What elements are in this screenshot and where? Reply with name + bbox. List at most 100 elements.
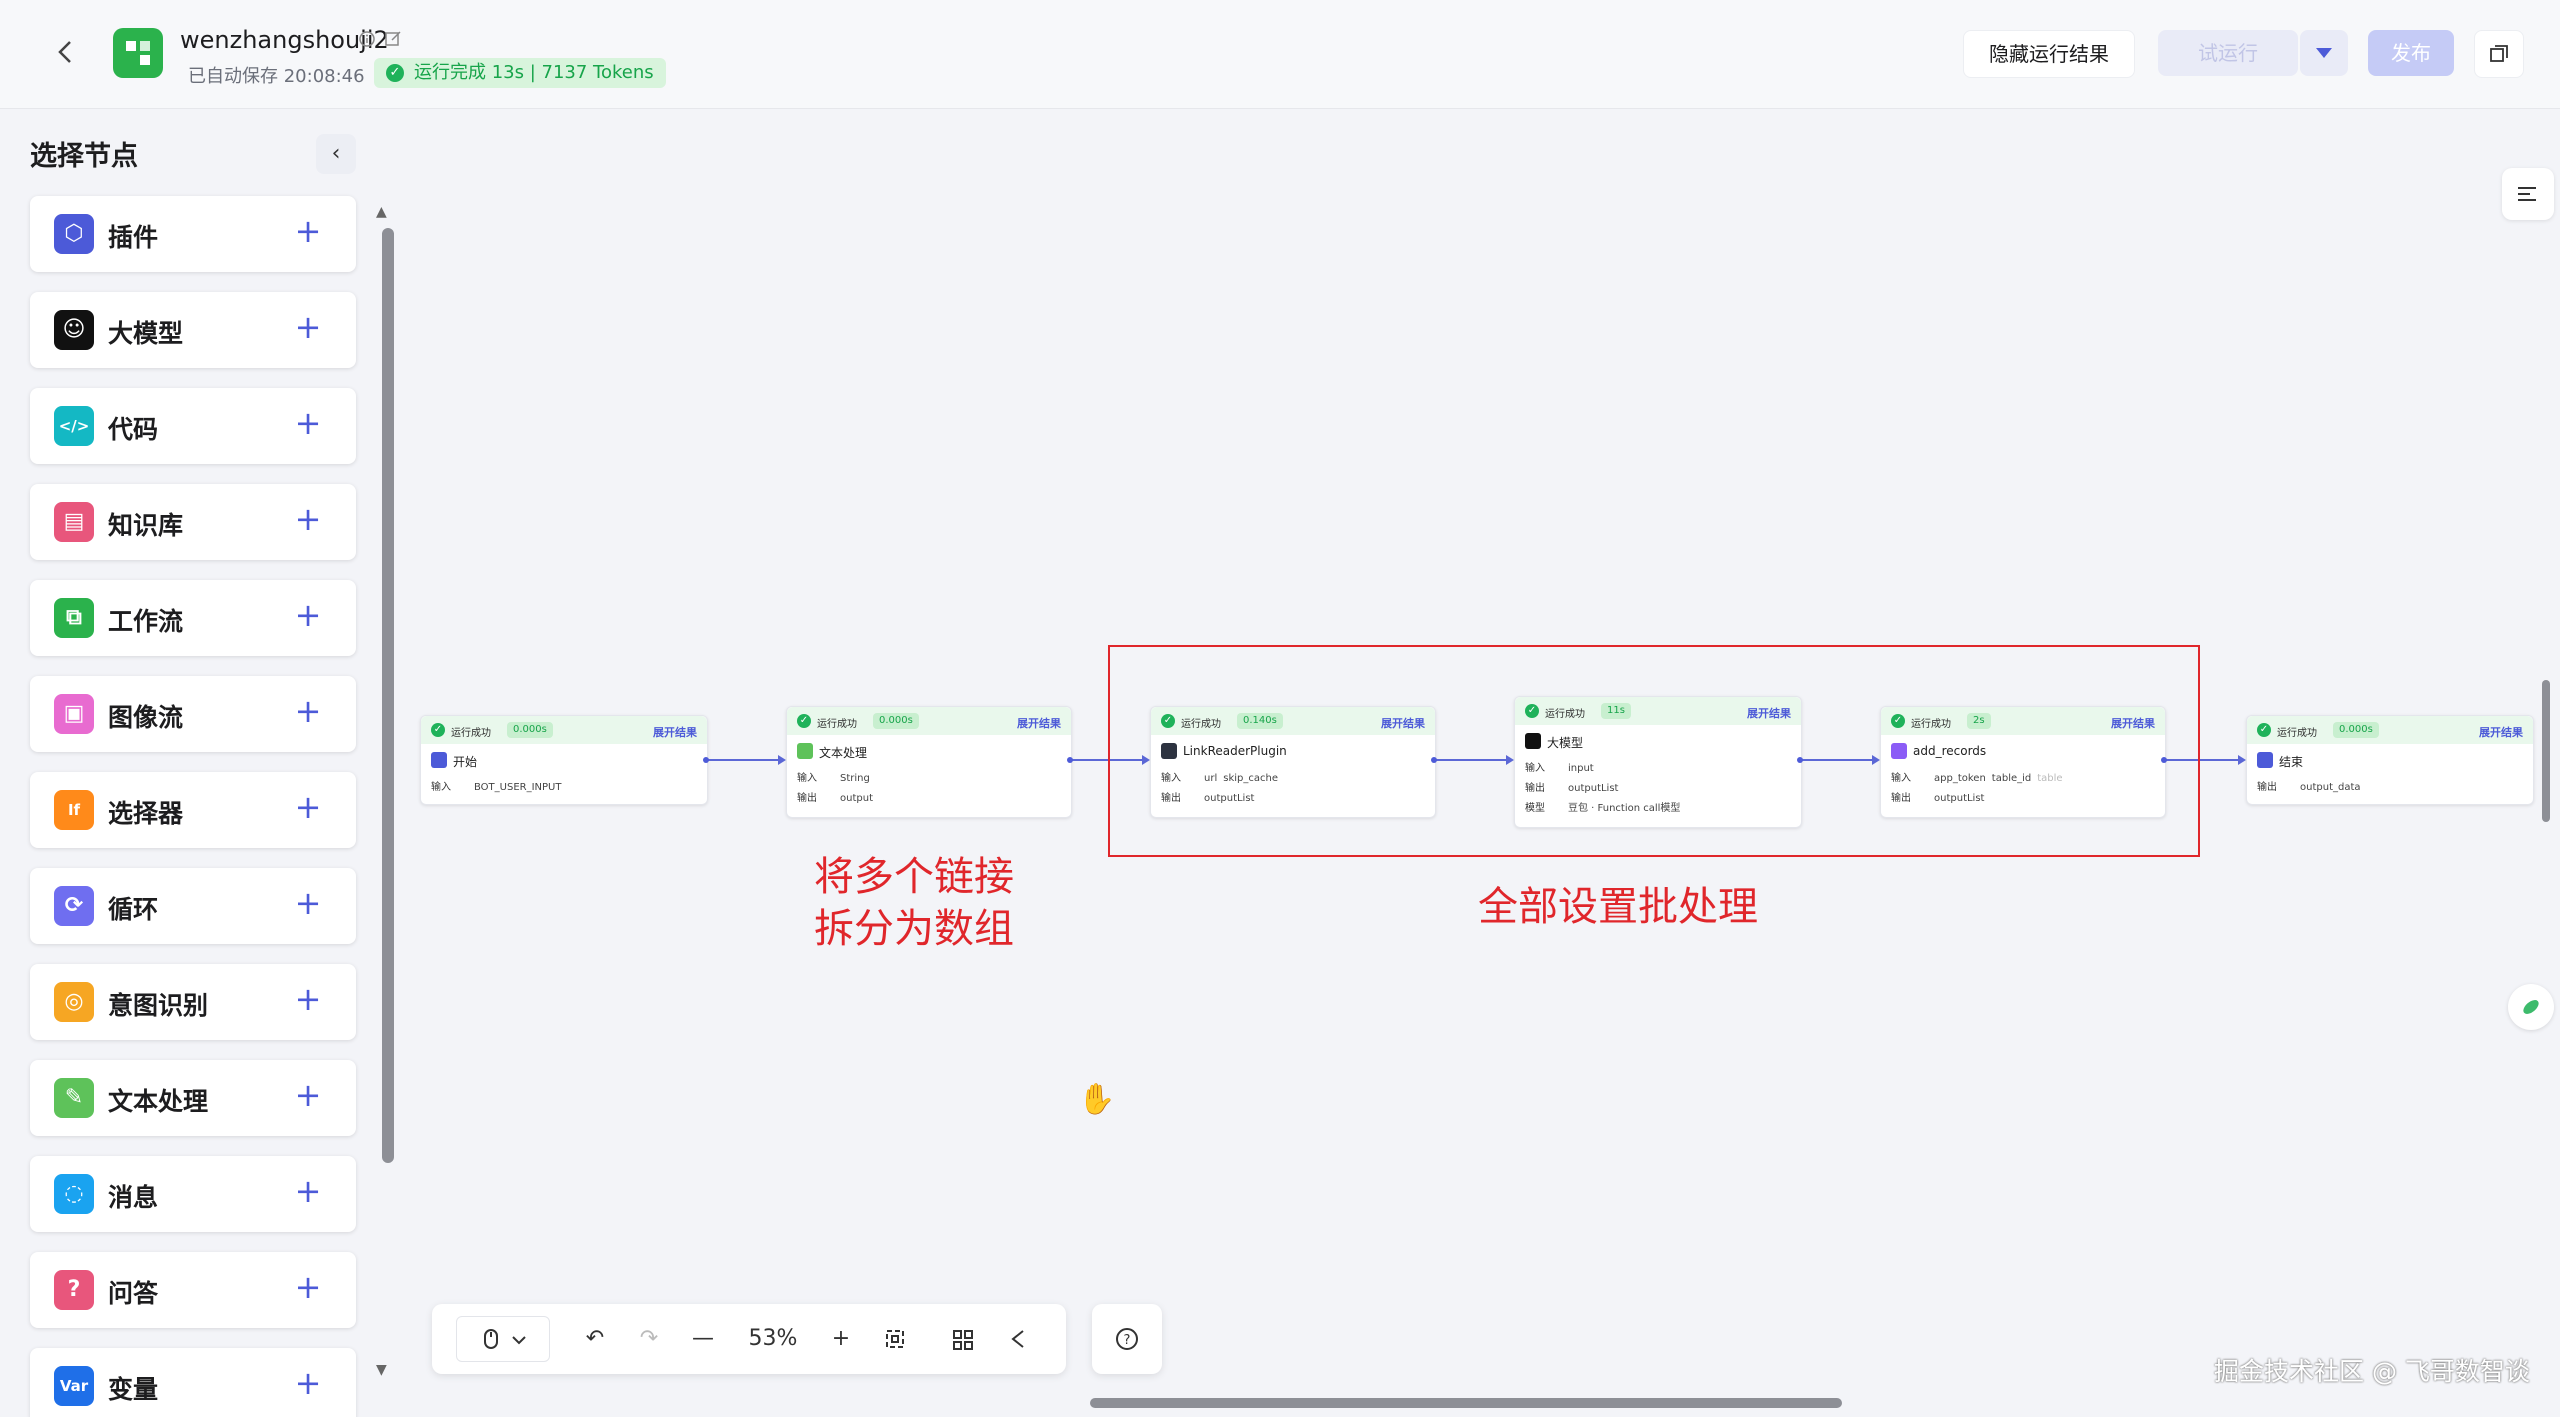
- scroll-up-icon[interactable]: ▲: [376, 204, 387, 220]
- edge: [1070, 759, 1142, 761]
- add-node-icon[interactable]: +: [294, 788, 322, 826]
- add-node-icon[interactable]: +: [294, 596, 322, 634]
- message-icon: ◌: [54, 1174, 94, 1214]
- add-node-icon[interactable]: +: [294, 500, 322, 538]
- node-name: LinkReaderPlugin: [1183, 744, 1287, 758]
- svg-text:?: ?: [1124, 1333, 1131, 1348]
- node-header: ✓ 运行成功 0.000s 展开结果: [421, 716, 707, 744]
- node-header: ✓ 运行成功 2s 展开结果: [1881, 707, 2165, 735]
- back-icon[interactable]: [50, 36, 82, 68]
- add-node-icon[interactable]: +: [294, 212, 322, 250]
- canvas-vertical-scrollbar[interactable]: [2542, 680, 2550, 822]
- annotation-split-line2: 拆分为数组: [814, 906, 1014, 952]
- add-node-icon[interactable]: +: [294, 692, 322, 730]
- add-node-icon[interactable]: +: [294, 1364, 322, 1402]
- sidebar-item-text-process[interactable]: ✎文本处理+: [30, 1060, 356, 1136]
- hand-cursor-icon: ✋: [1078, 1082, 1116, 1117]
- node-name: 文本处理: [819, 746, 868, 760]
- port-dot[interactable]: [1797, 757, 1803, 763]
- hide-results-button[interactable]: 隐藏运行结果: [1963, 30, 2135, 78]
- success-icon: ✓: [1161, 714, 1175, 728]
- edge: [706, 759, 778, 761]
- leaf-icon[interactable]: [2508, 984, 2554, 1030]
- canvas-horizontal-scrollbar[interactable]: [1090, 1398, 1842, 1408]
- node-header: ✓ 运行成功 0.000s 展开结果: [787, 707, 1071, 735]
- image-flow-icon: ▣: [54, 694, 94, 734]
- var-icon: Var: [54, 1366, 94, 1406]
- port-dot[interactable]: [703, 757, 709, 763]
- add-node-icon[interactable]: +: [294, 404, 322, 442]
- fit-view-icon[interactable]: [878, 1322, 912, 1356]
- add-node-icon[interactable]: +: [294, 884, 322, 922]
- copy-icon[interactable]: [2474, 30, 2524, 78]
- expand-results-link[interactable]: 展开结果: [1381, 717, 1425, 730]
- intent-icon: ◎: [54, 982, 94, 1022]
- scroll-down-icon[interactable]: ▼: [376, 1362, 387, 1378]
- try-run-button[interactable]: 试运行: [2158, 30, 2298, 76]
- sidebar-item-workflow[interactable]: ⧉工作流+: [30, 580, 356, 656]
- undo-icon[interactable]: ↶: [585, 1326, 605, 1351]
- batch-highlight-box: [1108, 645, 2200, 857]
- sidebar-item-loop[interactable]: ⟳循环+: [30, 868, 356, 944]
- sidebar-item-intent[interactable]: ◎意图识别+: [30, 964, 356, 1040]
- add-node-icon[interactable]: +: [294, 980, 322, 1018]
- add-node-icon[interactable]: +: [294, 1076, 322, 1114]
- publish-button[interactable]: 发布: [2368, 30, 2454, 76]
- expand-results-link[interactable]: 展开结果: [1017, 717, 1061, 730]
- edit-icon[interactable]: [384, 30, 402, 52]
- node-time: 0.140s: [1237, 713, 1283, 729]
- loop-icon: ⟳: [54, 886, 94, 926]
- workflow-canvas[interactable]: [400, 110, 2560, 1417]
- zoom-out-icon[interactable]: —: [692, 1326, 714, 1351]
- node-time: 2s: [1967, 713, 1991, 729]
- port-dot[interactable]: [1067, 757, 1073, 763]
- sidebar-item-qa[interactable]: ?问答+: [30, 1252, 356, 1328]
- sidebar-item-label: 知识库: [108, 511, 184, 540]
- expand-results-link[interactable]: 展开结果: [653, 726, 697, 739]
- run-status-text: 运行完成 13s | 7137 Tokens: [414, 62, 654, 83]
- collapse-panel-button[interactable]: ‹: [316, 134, 356, 174]
- info-icon[interactable]: [358, 30, 376, 52]
- try-run-dropdown-button[interactable]: [2300, 30, 2348, 76]
- redo-icon[interactable]: ↷: [639, 1326, 659, 1351]
- port-dot[interactable]: [1431, 757, 1437, 763]
- expand-results-link[interactable]: 展开结果: [2111, 717, 2155, 730]
- layout-grid-icon[interactable]: [946, 1322, 980, 1356]
- arrow-icon: [778, 755, 786, 765]
- sidebar-scrollbar[interactable]: [382, 228, 394, 1163]
- connector-icon[interactable]: [1000, 1322, 1034, 1356]
- node-header: ✓ 运行成功 11s 展开结果: [1515, 697, 1801, 725]
- success-icon: ✓: [431, 723, 445, 737]
- node-time: 0.000s: [507, 722, 553, 738]
- help-icon[interactable]: ?: [1092, 1304, 1162, 1374]
- expand-results-link[interactable]: 展开结果: [1747, 707, 1791, 720]
- sidebar-item-cube[interactable]: ⬡插件+: [30, 196, 356, 272]
- port-dot[interactable]: [2161, 757, 2167, 763]
- sidebar-item-image-flow[interactable]: ▣图像流+: [30, 676, 356, 752]
- add-node-icon[interactable]: +: [294, 1172, 322, 1210]
- llm-face-icon: [1525, 733, 1541, 749]
- sidebar-item-knowledge[interactable]: ▤知识库+: [30, 484, 356, 560]
- pointer-mode-button[interactable]: [456, 1316, 550, 1362]
- sidebar-item-label: 插件: [108, 223, 159, 252]
- sidebar-item-code[interactable]: </>代码+: [30, 388, 356, 464]
- panel-toggle-icon[interactable]: [2502, 168, 2554, 220]
- sidebar-item-message[interactable]: ◌消息+: [30, 1156, 356, 1232]
- add-node-icon[interactable]: +: [294, 1268, 322, 1306]
- zoom-in-icon[interactable]: +: [831, 1326, 851, 1351]
- expand-results-link[interactable]: 展开结果: [2479, 726, 2523, 739]
- add-node-icon[interactable]: +: [294, 308, 322, 346]
- node-name: 大模型: [1547, 736, 1584, 750]
- sidebar-item-llm-face[interactable]: ☺大模型+: [30, 292, 356, 368]
